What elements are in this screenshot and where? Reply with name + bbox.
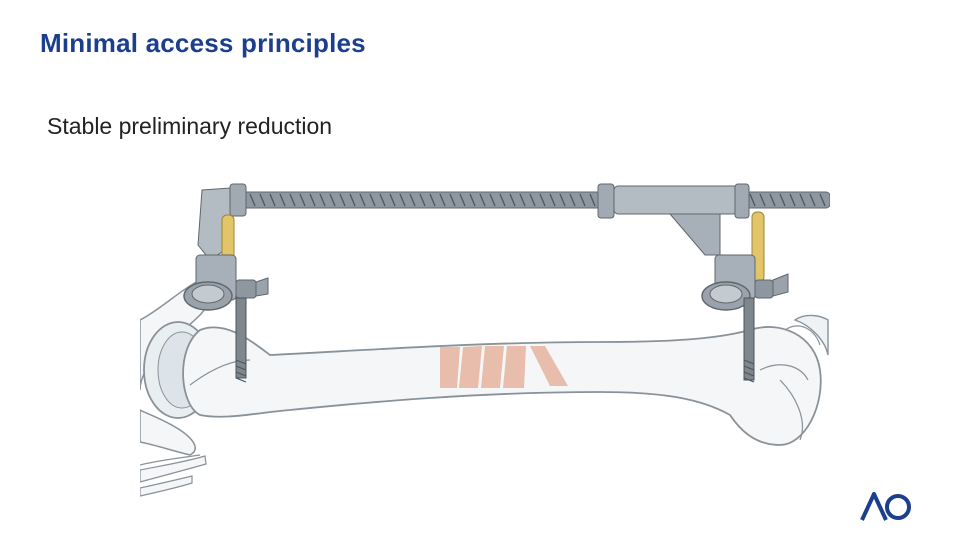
left-pin-clamp	[183, 183, 269, 383]
hand-fingers	[140, 455, 207, 497]
femur-bone	[182, 326, 822, 446]
patella	[793, 314, 829, 356]
slide-bullet-text: Stable preliminary reduction	[47, 113, 333, 139]
right-pin-clamp	[701, 211, 789, 383]
central-clamp	[597, 183, 750, 256]
fracture-fragments	[440, 346, 568, 388]
ao-logo	[860, 492, 911, 521]
slide-title: Minimal access principles	[40, 28, 366, 58]
fixator-illustration	[140, 183, 830, 497]
